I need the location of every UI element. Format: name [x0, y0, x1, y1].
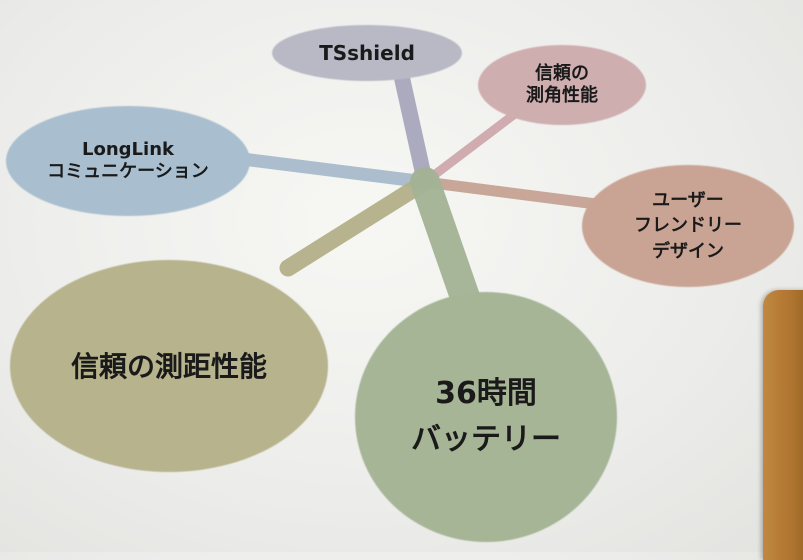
node-longlink: LongLink コミュニケーション [6, 106, 250, 216]
node-angle-label-1: 信頼の [535, 62, 589, 84]
node-battery-label-2: バッテリー [411, 422, 561, 457]
edge-angle [420, 99, 533, 187]
edge-battery [410, 167, 481, 315]
node-tsshield: TSshield [272, 26, 462, 81]
ellipse-angle [478, 45, 646, 125]
yellow-frame-edge [763, 290, 803, 560]
ellipse-battery [355, 292, 617, 542]
node-battery-label-1: 36時間 [435, 375, 537, 411]
edge-range [279, 173, 434, 277]
node-user-label-3: デザイン [652, 240, 724, 262]
edge-longlink [228, 151, 432, 189]
node-user-friendly-design: ユーザー フレンドリー デザイン [582, 165, 794, 287]
edge-tsshield [390, 52, 433, 190]
node-ellipses [6, 25, 794, 542]
node-longlink-label-1: LongLink [82, 138, 174, 160]
node-angle-performance: 信頼の 測角性能 [478, 45, 646, 125]
node-angle-label-2: 測角性能 [526, 85, 598, 106]
ellipse-user [582, 165, 794, 287]
ellipse-tsshield [272, 25, 462, 81]
node-range-performance: 信頼の測距性能 [10, 260, 328, 472]
edge-user [419, 176, 602, 210]
node-range-label: 信頼の測距性能 [70, 349, 267, 383]
connector-lines [228, 52, 602, 315]
ellipse-longlink [6, 106, 250, 216]
node-user-label-1: ユーザー [652, 190, 724, 212]
ellipse-range [10, 260, 328, 472]
node-battery: 36時間 バッテリー [355, 292, 617, 542]
node-tsshield-label: TSshield [319, 41, 415, 65]
node-longlink-label-2: コミュニケーション [47, 161, 209, 182]
node-user-label-2: フレンドリー [634, 215, 742, 237]
